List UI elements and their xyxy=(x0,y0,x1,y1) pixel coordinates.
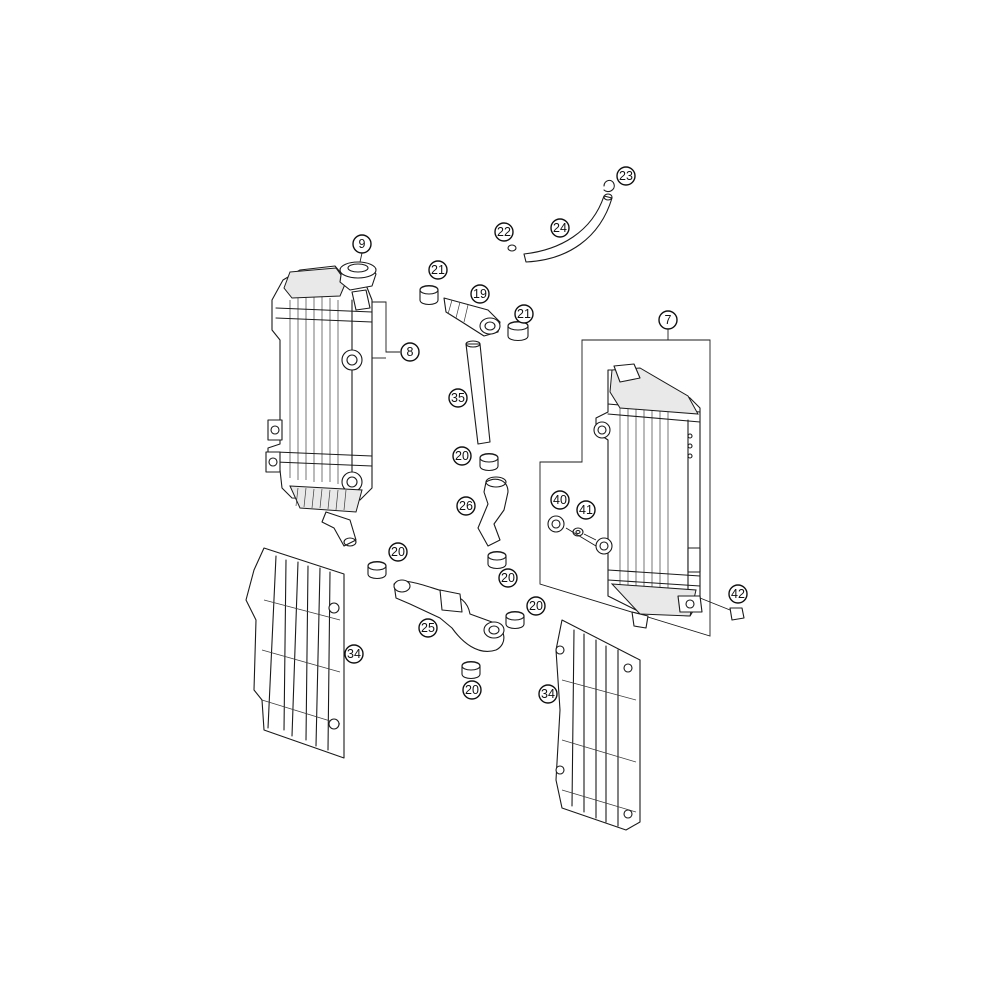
svg-text:20: 20 xyxy=(465,683,479,697)
svg-text:22: 22 xyxy=(497,225,511,239)
svg-text:9: 9 xyxy=(359,237,366,251)
svg-text:24: 24 xyxy=(553,221,567,235)
svg-text:23: 23 xyxy=(619,169,633,183)
svg-text:34: 34 xyxy=(347,647,361,661)
callout-7: 7 xyxy=(658,310,678,330)
callout-8: 8 xyxy=(400,342,420,362)
svg-text:21: 21 xyxy=(431,263,445,277)
callout-25: 25 xyxy=(418,618,438,638)
callout-34-left: 34 xyxy=(344,644,364,664)
callout-42: 42 xyxy=(728,584,748,604)
svg-text:25: 25 xyxy=(421,621,435,635)
callout-20-bottom: 20 xyxy=(462,680,482,700)
callout-41: 41 xyxy=(576,500,596,520)
svg-text:20: 20 xyxy=(455,449,469,463)
svg-text:20: 20 xyxy=(391,545,405,559)
hose-parts xyxy=(367,179,745,680)
right-radiator xyxy=(539,339,711,637)
svg-text:41: 41 xyxy=(579,503,593,517)
callout-9: 9 xyxy=(352,234,372,254)
left-shroud xyxy=(245,547,345,759)
svg-text:19: 19 xyxy=(473,287,487,301)
callout-19: 19 xyxy=(470,284,490,304)
callout-20-mid: 20 xyxy=(498,568,518,588)
svg-text:40: 40 xyxy=(553,493,567,507)
callout-20-right: 20 xyxy=(526,596,546,616)
callout-35: 35 xyxy=(448,388,468,408)
left-radiator xyxy=(265,261,400,547)
svg-text:7: 7 xyxy=(665,313,672,327)
svg-text:42: 42 xyxy=(731,587,745,601)
svg-text:21: 21 xyxy=(517,307,531,321)
callout-40: 40 xyxy=(550,490,570,510)
callout-20-left: 20 xyxy=(388,542,408,562)
svg-text:35: 35 xyxy=(451,391,465,405)
callout-21-right: 21 xyxy=(514,304,534,324)
svg-text:8: 8 xyxy=(407,345,414,359)
svg-text:26: 26 xyxy=(459,499,473,513)
callout-26: 26 xyxy=(456,496,476,516)
svg-text:34: 34 xyxy=(541,687,555,701)
callout-34-right: 34 xyxy=(538,684,558,704)
callout-22: 22 xyxy=(494,222,514,242)
svg-text:20: 20 xyxy=(529,599,543,613)
callout-20-top: 20 xyxy=(452,446,472,466)
right-shroud xyxy=(555,619,641,831)
svg-text:20: 20 xyxy=(501,571,515,585)
callout-21-left: 21 xyxy=(428,260,448,280)
callout-24: 24 xyxy=(550,218,570,238)
callout-23: 23 xyxy=(616,166,636,186)
